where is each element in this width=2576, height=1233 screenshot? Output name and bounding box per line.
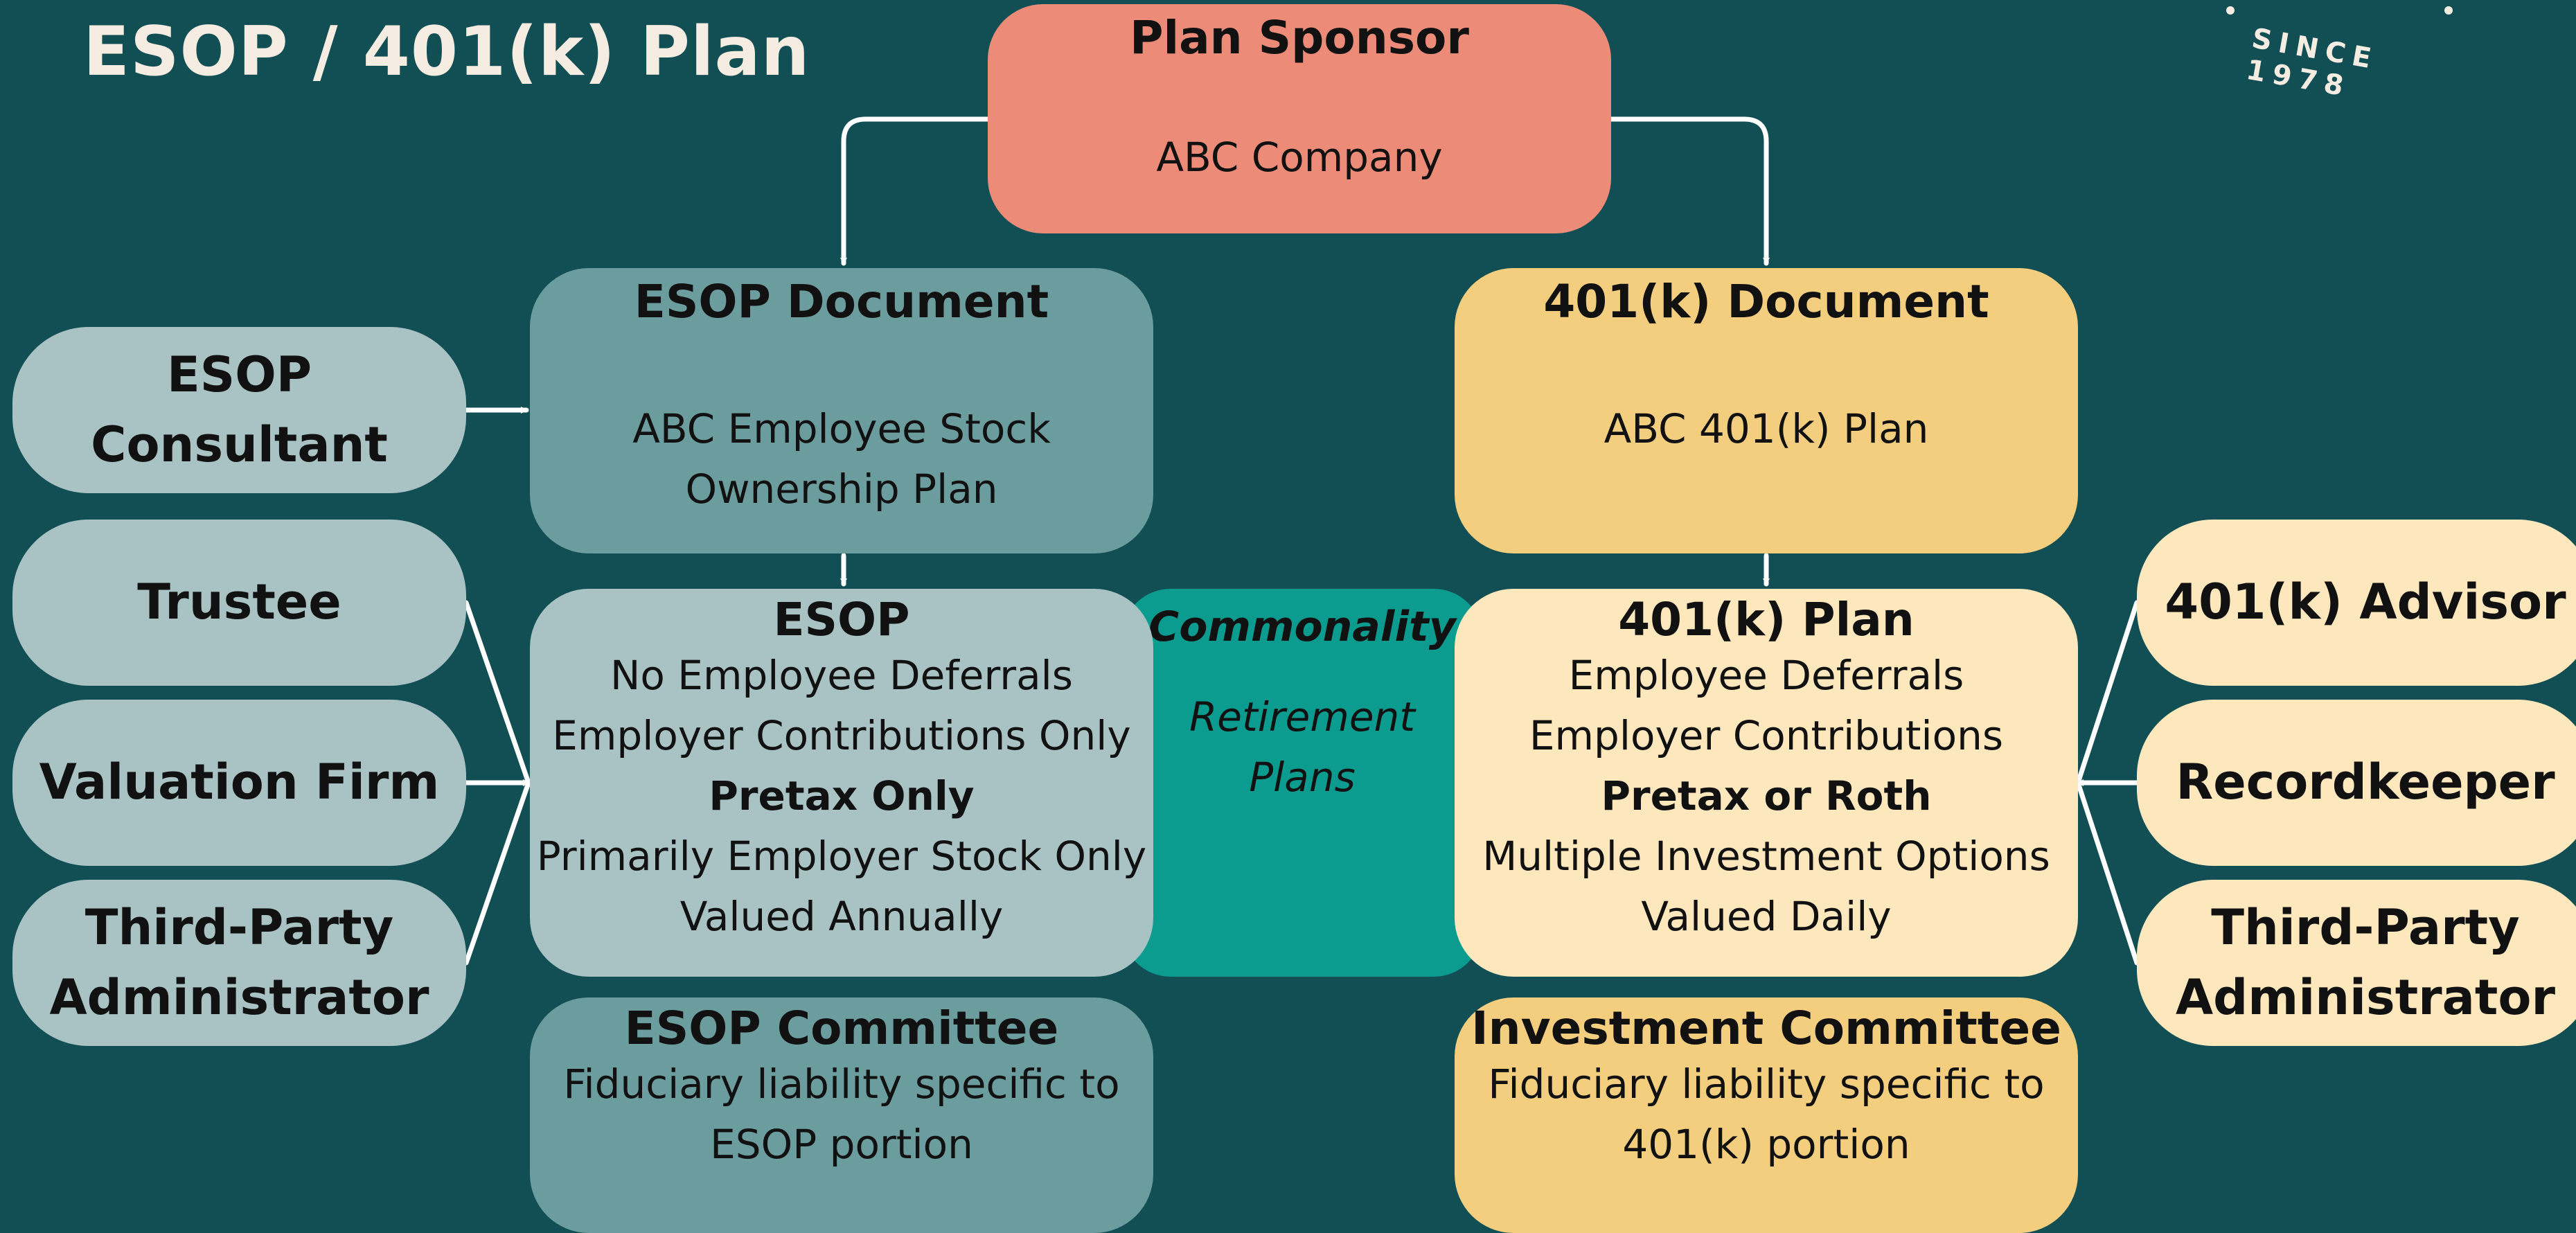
commonality-heading: Commonality [1148, 603, 1456, 651]
plan-sponsor-box: Plan Sponsor ABC Company [988, 4, 1611, 233]
esop-committee-line: ESOP portion [710, 1120, 973, 1168]
k401-plan-line: Valued Daily [1641, 892, 1892, 940]
left-tpa-label: Third-Party [85, 898, 394, 956]
page-title: ESOP / 401(k) Plan [83, 12, 810, 91]
left-tpa-label: Administrator [49, 969, 429, 1026]
esop-document-box: ESOP Document ABC Employee Stock Ownersh… [530, 268, 1153, 553]
k401-document-line: ABC 401(k) Plan [1604, 405, 1929, 452]
k401-document-heading: 401(k) Document [1543, 275, 1989, 328]
k401-advisor-label: 401(k) Advisor [2165, 574, 2566, 631]
trustee-label: Trustee [137, 574, 341, 631]
right-tpa-box: Third-Party Administrator [2137, 880, 2576, 1046]
esop-consultant-box: ESOP Consultant [12, 327, 466, 493]
logo: SINCE 1978 [2210, 0, 2473, 104]
investment-committee-box: Investment Committee Fiduciary liability… [1455, 997, 2078, 1233]
valuation-firm-box: Valuation Firm [12, 700, 466, 866]
investment-committee-line: 401(k) portion [1622, 1120, 1910, 1168]
valuation-firm-label: Valuation Firm [39, 754, 440, 811]
recordkeeper-box: Recordkeeper [2137, 700, 2576, 866]
commonality-line: Plans [1249, 754, 1356, 801]
k401-plan-line: Multiple Investment Options [1482, 832, 2050, 880]
logo-ring-icon [2226, 6, 2453, 15]
k401-document-box: 401(k) Document ABC 401(k) Plan [1455, 268, 2078, 553]
connector-lines [463, 116, 2140, 966]
recordkeeper-label: Recordkeeper [2176, 754, 2555, 811]
esop-plan-line: Pretax Only [709, 772, 975, 819]
k401-plan-line: Pretax or Roth [1601, 772, 1932, 819]
esop-committee-line: Fiduciary liability specific to [563, 1060, 1120, 1108]
esop-document-line: ABC Employee Stock [632, 405, 1051, 452]
k401-advisor-box: 401(k) Advisor [2137, 520, 2576, 686]
esop-plan-heading: ESOP [773, 593, 910, 646]
esop-document-line: Ownership Plan [685, 465, 998, 513]
right-tpa-label: Third-Party [2211, 898, 2520, 956]
right-tpa-label: Administrator [2175, 969, 2555, 1026]
investment-committee-line: Fiduciary liability specific to [1488, 1060, 2045, 1108]
esop-document-heading: ESOP Document [634, 275, 1049, 328]
esop-plan-line: Primarily Employer Stock Only [536, 832, 1147, 880]
esop-plan-box: ESOP No Employee Deferrals Employer Cont… [530, 589, 1153, 977]
esop-committee-box: ESOP Committee Fiduciary liability speci… [530, 997, 1153, 1233]
k401-plan-line: Employee Deferrals [1568, 651, 1964, 699]
investment-committee-heading: Investment Committee [1471, 1002, 2061, 1055]
esop-consultant-label: ESOP Consultant [91, 346, 388, 474]
esop-plan-line: Valued Annually [679, 892, 1004, 940]
k401-plan-line: Employer Contributions [1529, 711, 2004, 759]
plan-sponsor-heading: Plan Sponsor [1130, 11, 1469, 64]
esop-plan-line: Employer Contributions Only [552, 711, 1131, 759]
commonality-box: Commonality Retirement Plans [1122, 589, 1482, 977]
left-tpa-box: Third-Party Administrator [12, 880, 466, 1046]
k401-plan-box: 401(k) Plan Employee Deferrals Employer … [1455, 589, 2078, 977]
plan-sponsor-name: ABC Company [1156, 133, 1443, 181]
k401-plan-heading: 401(k) Plan [1618, 593, 1915, 646]
esop-plan-line: No Employee Deferrals [610, 651, 1073, 699]
commonality-line: Retirement [1189, 693, 1416, 740]
trustee-box: Trustee [12, 520, 466, 686]
esop-committee-heading: ESOP Committee [624, 1002, 1059, 1055]
